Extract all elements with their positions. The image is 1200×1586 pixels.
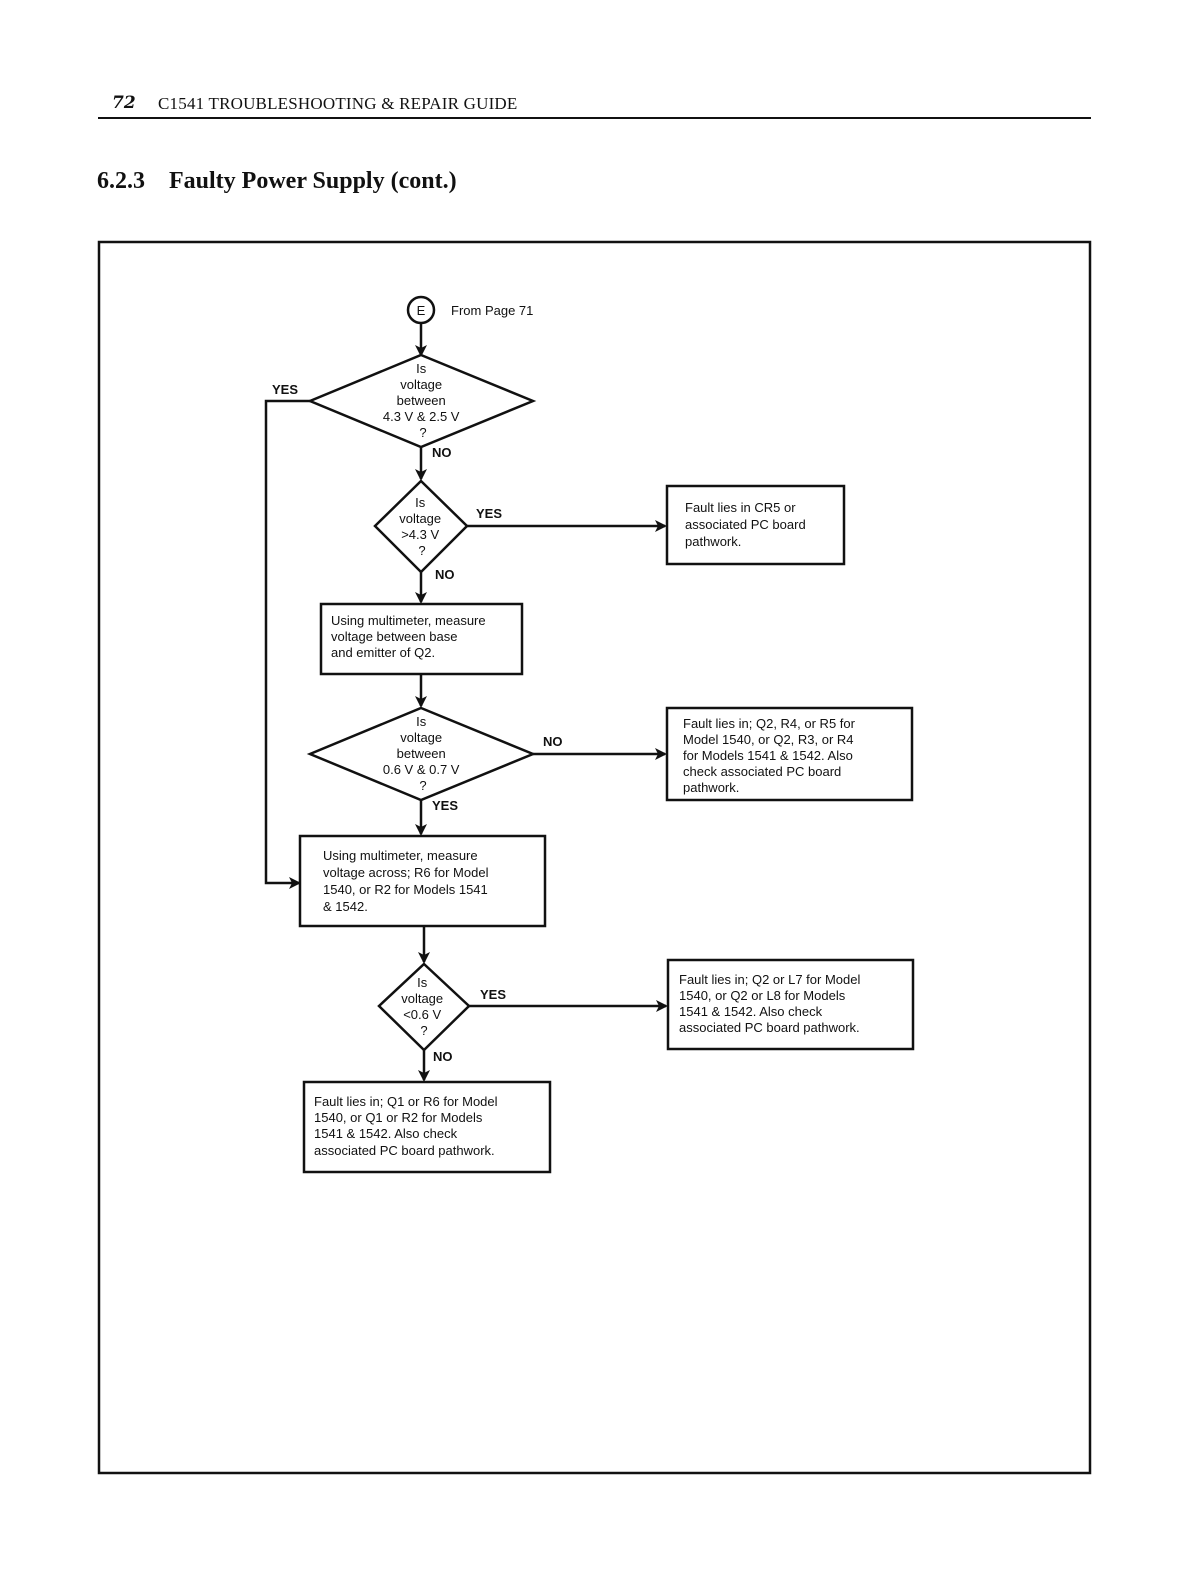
line: between bbox=[397, 746, 446, 761]
no-label: NO bbox=[432, 445, 452, 460]
result-cr5: Fault lies in CR5 or associated PC board… bbox=[665, 484, 846, 566]
result-box bbox=[666, 958, 915, 1051]
line: between bbox=[397, 393, 446, 408]
decision-voltage-over-43: Is voltage >4.3 V ? YES NO bbox=[373, 479, 502, 582]
process-box bbox=[298, 834, 547, 928]
connector-note: From Page 71 bbox=[451, 303, 533, 318]
line: associated PC board bbox=[685, 517, 806, 532]
no-label: NO bbox=[435, 567, 455, 582]
line: Is bbox=[416, 714, 427, 729]
line: 1540, or Q2 or L8 for Models bbox=[679, 988, 846, 1003]
decision-diamond bbox=[306, 353, 537, 449]
page-number: 72 bbox=[112, 93, 136, 113]
diagram-frame bbox=[97, 240, 1092, 1475]
line: and emitter of Q2. bbox=[331, 645, 435, 660]
process-text: Using multimeter, measure voltage betwee… bbox=[331, 613, 489, 660]
result-text: Fault lies in CR5 or associated PC board… bbox=[685, 500, 809, 549]
line: <0.6 V bbox=[403, 1007, 441, 1022]
line: Is bbox=[417, 975, 428, 990]
section-title: 6.2.3 Faulty Power Supply (cont.) bbox=[97, 168, 457, 195]
line: ? bbox=[420, 1023, 427, 1038]
yes-label: YES bbox=[480, 987, 506, 1002]
decision-diamond bbox=[306, 706, 537, 802]
decision-voltage-under-06: Is voltage <0.6 V ? YES NO bbox=[377, 962, 506, 1064]
decision-voltage-between-06-07: Is voltage between 0.6 V & 0.7 V ? NO YE… bbox=[306, 706, 563, 813]
line: Is bbox=[416, 361, 427, 376]
line: voltage bbox=[400, 377, 442, 392]
line: Fault lies in; Q2 or L7 for Model bbox=[679, 972, 860, 987]
line: pathwork. bbox=[683, 780, 739, 795]
line: associated PC board pathwork. bbox=[314, 1143, 495, 1158]
decision-voltage-between-43-25: Is voltage between 4.3 V & 2.5 V ? YES N… bbox=[272, 353, 537, 460]
line: associated PC board pathwork. bbox=[679, 1020, 860, 1035]
connector-e: E From Page 71 bbox=[406, 295, 533, 325]
line: Using multimeter, measure bbox=[331, 613, 486, 628]
connector-letter: E bbox=[417, 303, 426, 318]
result-q2-l7: Fault lies in; Q2 or L7 for Model 1540, … bbox=[666, 958, 915, 1051]
line: Fault lies in; Q2, R4, or R5 for bbox=[683, 716, 856, 731]
yes-label: YES bbox=[432, 798, 458, 813]
line: Fault lies in CR5 or bbox=[685, 500, 796, 515]
line: Model 1540, or Q2, R3, or R4 bbox=[683, 732, 854, 747]
decision-text: Is voltage between 0.6 V & 0.7 V ? bbox=[383, 714, 463, 793]
line: 0.6 V & 0.7 V bbox=[383, 762, 460, 777]
decision-text: Is voltage <0.6 V ? bbox=[401, 975, 447, 1038]
decision-text: Is voltage >4.3 V ? bbox=[399, 495, 445, 558]
line: Using multimeter, measure bbox=[323, 848, 478, 863]
line: 1541 & 1542. Also check bbox=[679, 1004, 823, 1019]
line: check associated PC board bbox=[683, 764, 841, 779]
line: voltage bbox=[399, 511, 441, 526]
yes-label: YES bbox=[476, 506, 502, 521]
line: Is bbox=[415, 495, 426, 510]
line: voltage bbox=[401, 991, 443, 1006]
arrow-d1-yes bbox=[264, 399, 310, 889]
line: voltage bbox=[400, 730, 442, 745]
line: >4.3 V bbox=[401, 527, 439, 542]
running-title: C1541 TROUBLESHOOTING & REPAIR GUIDE bbox=[158, 94, 518, 113]
result-text: Fault lies in; Q1 or R6 for Model 1540, … bbox=[314, 1094, 501, 1158]
line: ? bbox=[418, 543, 425, 558]
line: 4.3 V & 2.5 V bbox=[383, 409, 460, 424]
result-text: Fault lies in; Q2 or L7 for Model 1540, … bbox=[679, 972, 864, 1035]
section-number: 6.2.3 bbox=[97, 168, 145, 194]
line: ? bbox=[419, 425, 426, 440]
line: & 1542. bbox=[323, 899, 368, 914]
line: Fault lies in; Q1 or R6 for Model bbox=[314, 1094, 498, 1109]
line: ? bbox=[419, 778, 426, 793]
step-measure-q2: Using multimeter, measure voltage betwee… bbox=[319, 602, 524, 676]
line: voltage across; R6 for Model bbox=[323, 865, 489, 880]
line: pathwork. bbox=[685, 534, 741, 549]
result-q2-r4: Fault lies in; Q2, R4, or R5 for Model 1… bbox=[665, 706, 914, 802]
line: 1540, or Q1 or R2 for Models bbox=[314, 1110, 483, 1125]
decision-diamond bbox=[377, 962, 471, 1052]
flow-lines bbox=[264, 323, 668, 1082]
step-measure-r6: Using multimeter, measure voltage across… bbox=[298, 834, 547, 928]
result-text: Fault lies in; Q2, R4, or R5 for Model 1… bbox=[683, 716, 859, 795]
process-box bbox=[319, 602, 524, 676]
no-label: NO bbox=[543, 734, 563, 749]
no-label: NO bbox=[433, 1049, 453, 1064]
yes-label: YES bbox=[272, 382, 298, 397]
decision-text: Is voltage between 4.3 V & 2.5 V ? bbox=[383, 361, 463, 440]
process-text: Using multimeter, measure voltage across… bbox=[323, 848, 492, 914]
section-title-text: Faulty Power Supply (cont.) bbox=[169, 168, 457, 194]
result-box bbox=[665, 706, 914, 802]
result-box bbox=[665, 484, 846, 566]
line: for Models 1541 & 1542. Also bbox=[683, 748, 853, 763]
line: 1541 & 1542. Also check bbox=[314, 1126, 458, 1141]
header-rule bbox=[98, 117, 1091, 119]
line: 1540, or R2 for Models 1541 bbox=[323, 882, 488, 897]
line: voltage between base bbox=[331, 629, 457, 644]
decision-diamond bbox=[373, 479, 469, 574]
result-q1-r6: Fault lies in; Q1 or R6 for Model 1540, … bbox=[302, 1080, 552, 1174]
result-box bbox=[302, 1080, 552, 1174]
